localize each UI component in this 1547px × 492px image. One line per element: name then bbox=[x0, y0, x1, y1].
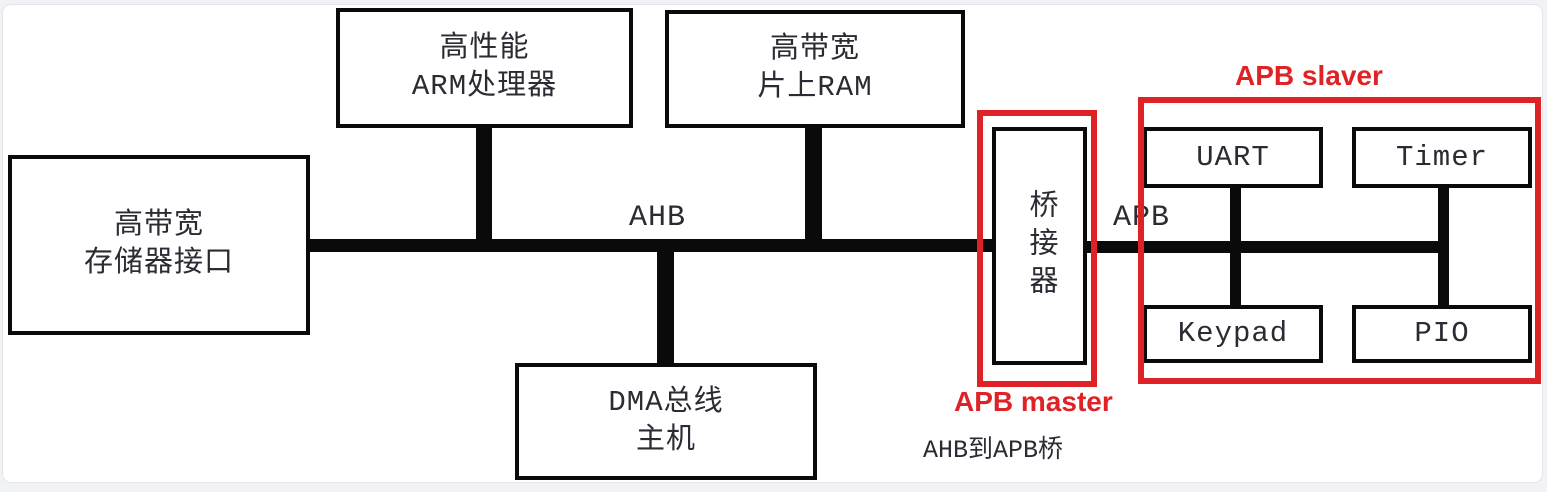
keypad-label: Keypad bbox=[1177, 317, 1289, 350]
arm-bus-connector bbox=[476, 125, 492, 241]
pio-label: PIO bbox=[1414, 317, 1470, 350]
dma-master-label-line2: 主机 bbox=[635, 423, 696, 457]
keypad-box: Keypad bbox=[1143, 305, 1323, 363]
apb-master-highlight-rect bbox=[977, 110, 1097, 387]
apb-slaver-annotation: APB slaver bbox=[1235, 60, 1383, 91]
memory-interface-label-line2: 存储器接口 bbox=[83, 247, 234, 280]
memory-interface-label-line1: 高带宽 bbox=[113, 209, 204, 242]
arm-processor-label-line1: 高性能 bbox=[439, 32, 530, 65]
uart-box: UART bbox=[1143, 127, 1323, 188]
bridge-caption: AHB到APB桥 bbox=[923, 436, 1064, 465]
apb-slaver-highlight-rect bbox=[1138, 97, 1541, 384]
bridge-box: 桥接器 bbox=[992, 127, 1087, 365]
dma-master-box: DMA总线 主机 bbox=[515, 363, 817, 480]
apb-master-annotation: APB master bbox=[954, 386, 1113, 417]
ahb-bus-line bbox=[306, 239, 994, 252]
pio-box: PIO bbox=[1352, 305, 1532, 363]
apb-bus-line bbox=[1085, 241, 1449, 253]
timer-pio-connector bbox=[1438, 186, 1449, 307]
memory-interface-box: 高带宽 存储器接口 bbox=[8, 155, 310, 335]
timer-box: Timer bbox=[1352, 127, 1532, 188]
timer-label: Timer bbox=[1395, 140, 1488, 174]
ahb-bus-label: AHB bbox=[629, 201, 687, 235]
ram-bus-connector bbox=[805, 125, 822, 241]
arm-processor-label-line2: ARM处理器 bbox=[411, 70, 558, 103]
onchip-ram-label-line1: 高带宽 bbox=[769, 33, 860, 66]
dma-master-label-line1: DMA总线 bbox=[608, 385, 724, 419]
uart-label: UART bbox=[1196, 140, 1270, 174]
arm-processor-box: 高性能 ARM处理器 bbox=[336, 8, 633, 128]
bridge-label: 桥接器 bbox=[1023, 189, 1056, 303]
dma-bus-connector bbox=[657, 250, 674, 365]
onchip-ram-box: 高带宽 片上RAM bbox=[665, 10, 965, 128]
uart-keypad-connector bbox=[1230, 186, 1241, 307]
onchip-ram-label-line2: 片上RAM bbox=[757, 71, 873, 104]
